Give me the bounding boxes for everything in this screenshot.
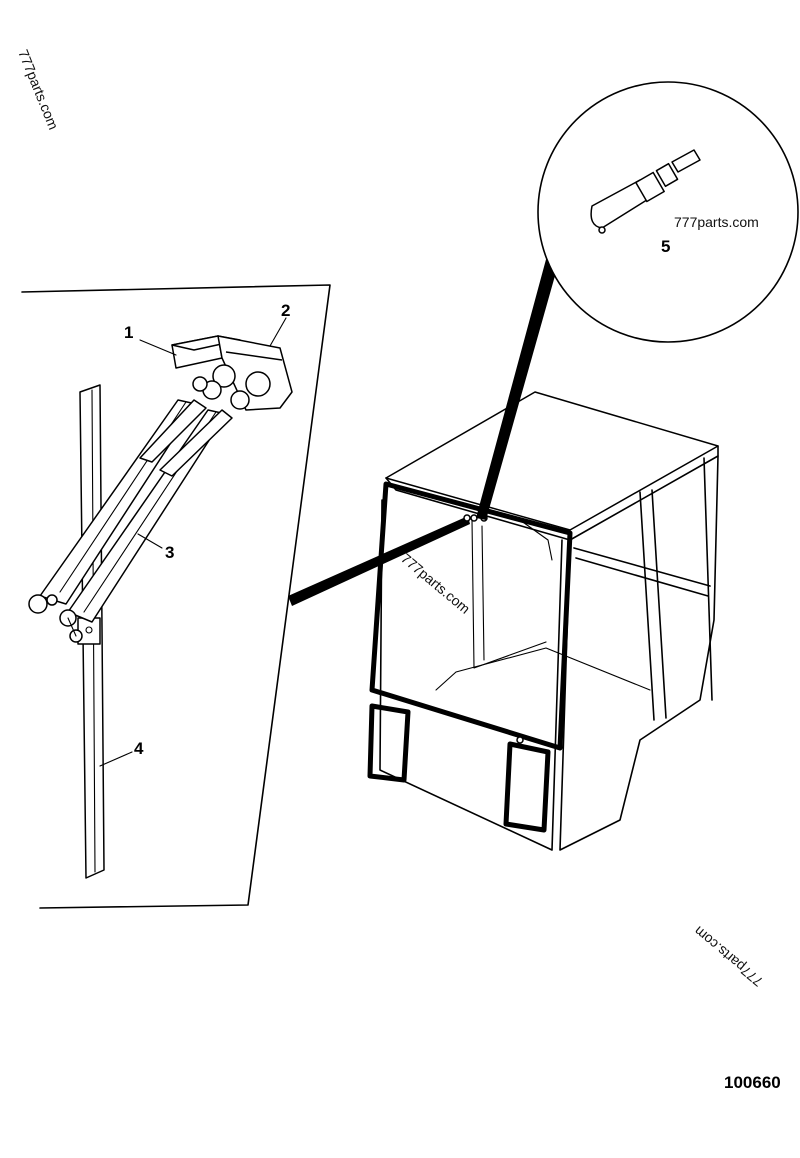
callout-1: 1 (124, 323, 133, 342)
watermark-cab: 777parts.com (398, 550, 473, 617)
circle-connector (476, 252, 560, 520)
callout-5: 5 (661, 237, 670, 256)
wiper-motor (171, 335, 293, 411)
callout-labels: 1 2 3 4 5 (124, 237, 670, 758)
watermark-circle: 777parts.com (674, 214, 759, 230)
watermark-top-left: 777parts.com (15, 47, 62, 132)
wiper-rail (77, 384, 105, 879)
detail-circle (537, 81, 799, 343)
callout-4: 4 (134, 739, 144, 758)
detail-panel-border (21, 284, 331, 909)
watermark-bottom-right: 777parts.com (691, 923, 766, 990)
detail-panel (21, 284, 331, 909)
figure-number: 100660 (724, 1073, 781, 1092)
wiper-arms (28, 399, 233, 643)
callout-2: 2 (281, 301, 290, 320)
callout-3: 3 (165, 543, 174, 562)
cab (367, 391, 719, 851)
washer-jet (590, 149, 701, 234)
